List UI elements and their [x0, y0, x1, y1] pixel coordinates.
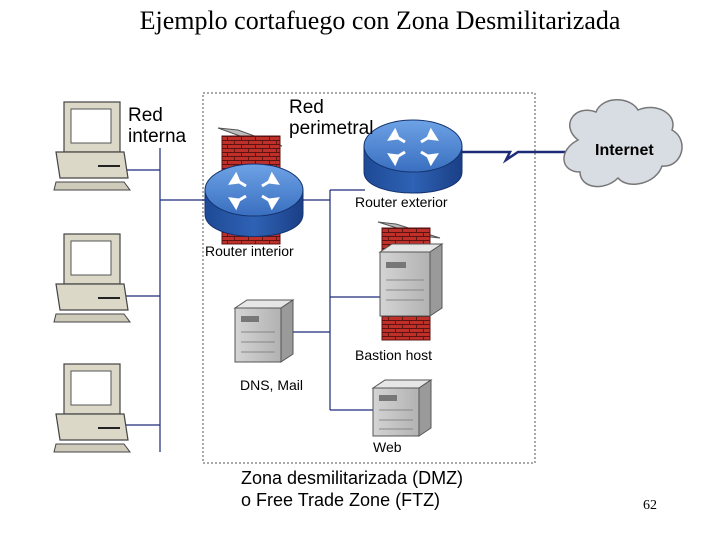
computer-icon [53, 363, 131, 453]
computer-icon [53, 101, 131, 191]
label-web: Web [373, 439, 402, 455]
server-icon [233, 299, 295, 363]
label-router-interior: Router interior [205, 243, 294, 259]
label-line: o Free Trade Zone (FTZ) [241, 489, 441, 510]
label-perimeter-network: Red perimetral [289, 97, 374, 140]
server-icon [371, 379, 433, 437]
label-line: perimetral [289, 117, 374, 139]
computer-icon [53, 233, 131, 323]
label-dns-mail: DNS, Mail [240, 377, 304, 393]
label-internet: Internet [595, 142, 654, 159]
page-number: 62 [643, 498, 657, 513]
dmz-boundary [202, 92, 536, 464]
router-icon [204, 163, 304, 237]
server-icon [378, 243, 444, 317]
router-icon [363, 119, 463, 194]
label-line: Red [128, 105, 163, 126]
label-line: interna [128, 125, 187, 147]
label-line: Red [289, 97, 324, 118]
label-dmz: Zona desmilitarizada (DMZ) o Free Trade … [241, 468, 463, 511]
cloud-icon [563, 99, 683, 188]
wan-link [462, 150, 575, 164]
page-title: Ejemplo cortafuego con Zona Desmilitariz… [139, 6, 621, 35]
label-line: Zona desmilitarizada (DMZ) [241, 468, 464, 488]
label-router-exterior: Router exterior [355, 194, 448, 210]
label-bastion-host: Bastion host [355, 347, 433, 363]
label-internal-network: Red interna [128, 105, 187, 148]
